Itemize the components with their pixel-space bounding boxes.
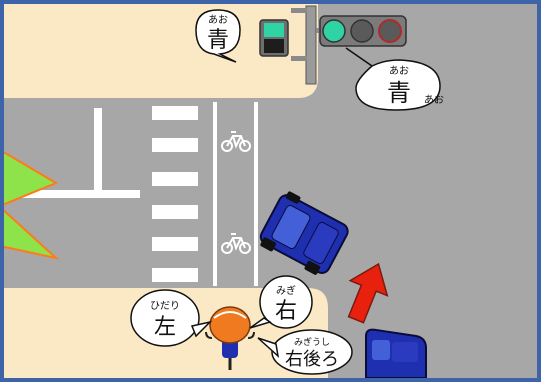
bicycle-icon <box>221 233 251 254</box>
car-signal-ruby: あお <box>389 65 409 77</box>
bicycle-icon <box>221 131 251 152</box>
bike-lane-line-right <box>254 102 258 286</box>
speech-bubble-right-rear: みぎうし 右後ろ <box>257 329 353 375</box>
right-text: 右 <box>275 299 297 324</box>
car-signal-text: 青 <box>387 79 411 107</box>
crosswalk <box>152 106 198 282</box>
lane-line-vertical <box>94 108 102 196</box>
vehicle-signal <box>319 15 407 47</box>
direction-arrow-icon <box>347 262 389 324</box>
ped-signal-text: 青 <box>207 28 229 53</box>
right-rear-ruby: みぎうし <box>294 336 330 348</box>
ped-signal-ruby: あお <box>208 14 228 26</box>
car-bottom <box>365 328 427 379</box>
lane-line-horizontal <box>4 190 140 198</box>
car-signal-suffix: あお <box>424 94 444 106</box>
speech-bubble-car-signal: あお 青 あお <box>345 47 444 111</box>
bike-lane-line-left <box>213 102 217 286</box>
warning-triangle-upper <box>0 148 59 208</box>
warning-triangle-lower <box>0 205 60 260</box>
right-ruby: みぎ <box>276 284 296 297</box>
car-turning <box>259 191 349 275</box>
speech-bubble-right: みぎ 右 <box>249 275 313 329</box>
left-text: 左 <box>154 315 176 340</box>
speech-bubble-left: ひだり 左 <box>130 289 213 347</box>
child-cyclist <box>205 306 255 370</box>
signal-arm <box>291 56 307 61</box>
pedestrian-signal <box>259 19 289 57</box>
signal-arm <box>291 8 307 13</box>
signal-pole <box>305 5 317 85</box>
speech-bubble-ped-signal: あお 青 <box>195 9 241 63</box>
left-ruby: ひだり <box>150 300 180 312</box>
right-rear-text: 右後ろ <box>285 349 339 370</box>
